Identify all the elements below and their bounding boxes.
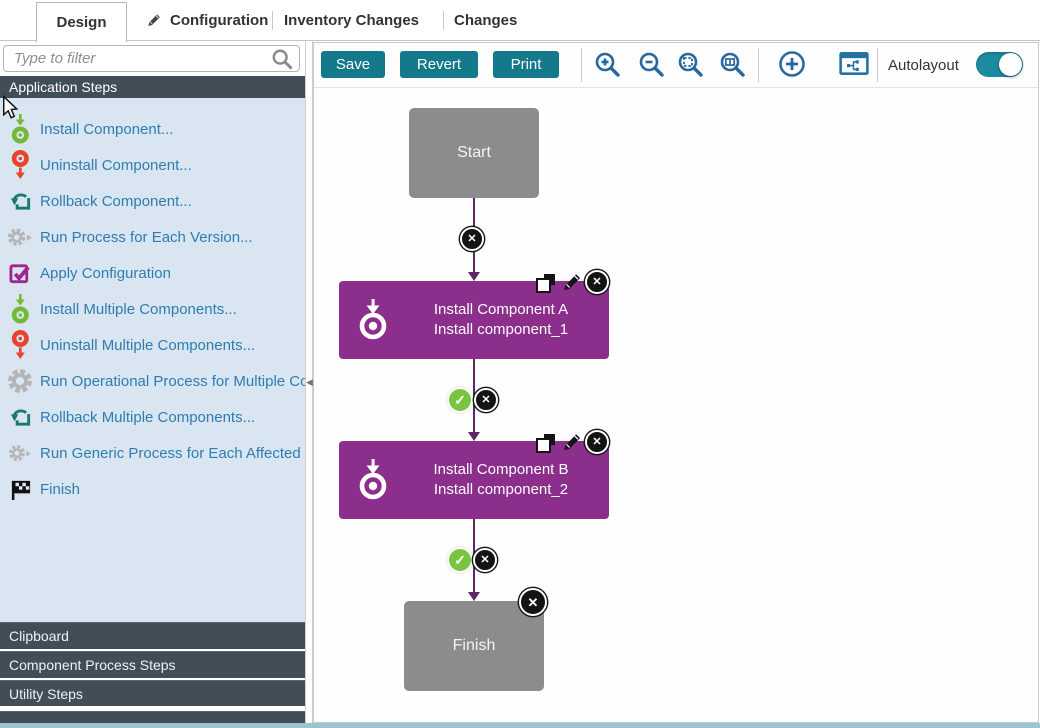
step-item-apply-configuration[interactable]: Apply Configuration [0,255,305,291]
node-a-subtitle: Install component_1 [433,321,569,338]
filter-box [3,45,300,72]
section-component-process-steps[interactable]: Component Process Steps [0,651,305,678]
install-component-icon [355,458,391,502]
section-clipboard[interactable]: Clipboard [0,622,305,649]
tab-bar: Design Configuration Inventory Changes C… [0,0,1040,42]
copy-step-icon[interactable] [536,434,555,453]
node-finish[interactable]: Finish [404,601,544,691]
step-item-rollback-component[interactable]: Rollback Component... [0,183,305,219]
arrowhead [468,592,480,601]
rollback-component-icon [0,190,40,213]
step-item-uninstall-multiple-components[interactable]: Uninstall Multiple Components... [0,327,305,363]
tab-inventory-changes[interactable]: Inventory Changes [284,0,419,40]
collapse-sidebar-icon[interactable]: ◀ [306,377,313,387]
delete-step-icon[interactable] [585,430,609,454]
copy-front-square [536,278,551,293]
step-item-uninstall-component[interactable]: Uninstall Component... [0,147,305,183]
copy-step-icon[interactable] [536,274,555,293]
node-a-text: Install Component A Install component_1 [401,300,601,340]
node-finish-label: Finish [452,637,496,654]
search-icon [271,48,293,70]
success-condition-icon[interactable] [447,387,473,413]
zoom-actual-size-icon[interactable] [719,51,745,77]
node-b-title: Install Component B [433,461,569,478]
step-palette-sidebar: Application Steps Install Component... U… [0,41,305,723]
finish-flag-icon [0,478,40,501]
tab-inventory-changes-label: Inventory Changes [284,11,420,29]
arrowhead [468,432,480,441]
node-install-component-b[interactable]: Install Component B Install component_2 [339,441,609,519]
step-item-install-component[interactable]: Install Component... [0,111,305,147]
arrowhead [468,272,480,281]
install-component-icon [0,114,40,144]
delete-edge-icon[interactable] [474,388,498,412]
apply-configuration-icon [0,262,40,285]
autolayout-label: Autolayout [888,57,959,74]
print-button[interactable]: Print [493,51,559,78]
node-start[interactable]: Start [409,108,539,198]
install-component-icon [355,298,391,342]
process-properties-window-icon[interactable] [839,51,869,76]
node-b-text: Install Component B Install component_2 [401,460,601,500]
tab-separator [272,11,273,30]
install-component-icon [0,294,40,324]
gear-play-icon [0,443,40,463]
pencil-icon [146,12,162,28]
zoom-out-icon[interactable] [638,51,664,77]
zoom-in-icon[interactable] [594,51,620,77]
process-design-canvas[interactable]: Save Revert Print Autolayout Start [313,42,1039,723]
toolbar-divider [314,87,1038,88]
uninstall-component-icon [0,150,40,180]
filter-input[interactable] [3,45,300,72]
section-partial [0,711,305,723]
toolbar-separator [758,48,759,82]
step-item-run-operational-process[interactable]: Run Operational Process for Multiple Co [0,363,305,399]
bottom-accent-strip [0,723,1040,728]
application-steps-list: Install Component... Uninstall Component… [0,98,305,622]
gear-play-icon [0,226,40,248]
sidebar-splitter[interactable]: ◀ [305,41,313,723]
step-item-run-generic-process[interactable]: Run Generic Process for Each Affected [0,435,305,471]
delete-edge-icon[interactable] [460,227,484,251]
delete-step-icon[interactable] [585,270,609,294]
tab-configuration-label: Configuration [170,11,269,29]
revert-button[interactable]: Revert [400,51,478,78]
node-a-title: Install Component A [433,301,569,318]
tab-design[interactable]: Design [36,2,127,42]
gear-icon [0,368,40,394]
step-item-run-process-each-version[interactable]: Run Process for Each Version... [0,219,305,255]
node-install-component-a[interactable]: Install Component A Install component_1 [339,281,609,359]
edit-step-icon[interactable] [561,271,583,293]
add-step-icon[interactable] [778,50,806,78]
tab-separator [443,11,444,30]
tab-changes-label: Changes [454,11,518,29]
rollback-component-icon [0,406,40,429]
uninstall-component-icon [0,330,40,360]
tab-configuration[interactable]: Configuration [146,0,268,40]
toggle-knob [999,53,1022,76]
step-item-rollback-multiple-components[interactable]: Rollback Multiple Components... [0,399,305,435]
step-item-install-multiple-components[interactable]: Install Multiple Components... [0,291,305,327]
section-utility-steps[interactable]: Utility Steps [0,680,305,706]
success-condition-icon[interactable] [447,547,473,573]
zoom-to-fit-icon[interactable] [677,51,703,77]
edit-step-icon[interactable] [561,431,583,453]
copy-front-square [536,438,551,453]
toolbar-separator [581,48,582,82]
node-start-label: Start [457,144,491,161]
delete-edge-icon[interactable] [473,548,497,572]
node-b-subtitle: Install component_2 [433,481,569,498]
autolayout-toggle[interactable] [976,52,1023,77]
tab-changes[interactable]: Changes [454,0,517,40]
tab-design-label: Design [56,14,107,31]
save-button[interactable]: Save [321,51,385,78]
delete-step-icon[interactable] [519,588,547,616]
toolbar-separator [877,48,878,82]
application-steps-header[interactable]: Application Steps [0,76,305,98]
step-item-finish[interactable]: Finish [0,471,305,507]
